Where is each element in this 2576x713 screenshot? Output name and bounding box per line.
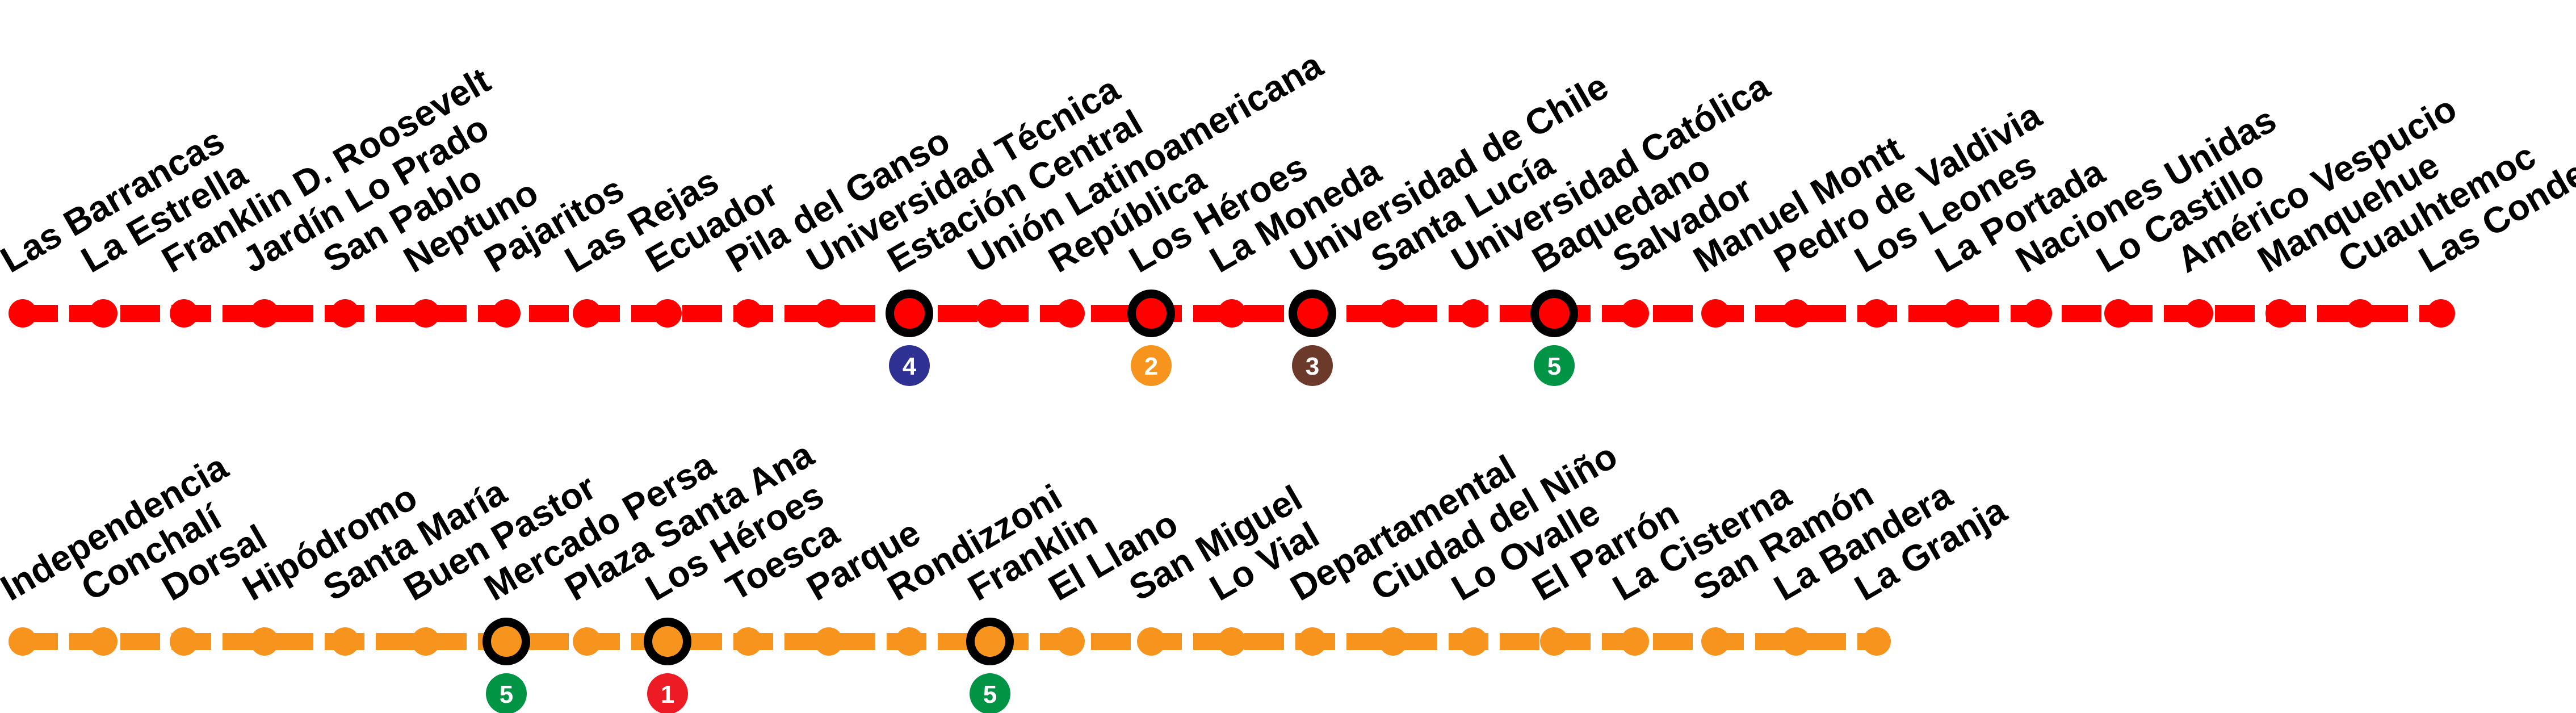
transfer-line-badge — [1534, 345, 1575, 386]
transfer-line-number: 5 — [983, 681, 997, 708]
station-dot[interactable] — [1943, 299, 1971, 328]
station-dot[interactable] — [1459, 299, 1488, 328]
station-dot[interactable] — [1218, 299, 1246, 328]
interchange-station-dot[interactable] — [975, 626, 1005, 657]
station-dot[interactable] — [653, 299, 682, 328]
station-dot[interactable] — [1621, 299, 1649, 328]
station-dot[interactable] — [331, 299, 359, 328]
station-dot[interactable] — [170, 299, 198, 328]
station-dot[interactable] — [1298, 627, 1327, 656]
transfer-line-badge — [1131, 345, 1172, 386]
station-dot[interactable] — [1701, 299, 1730, 328]
station-dot[interactable] — [1701, 627, 1730, 656]
transfer-line-badge — [647, 673, 688, 713]
transfer-line-badge — [970, 673, 1010, 713]
station-dot[interactable] — [2104, 299, 2133, 328]
station-dot[interactable] — [170, 627, 198, 656]
station-dot[interactable] — [1218, 627, 1246, 656]
station-dot[interactable] — [1862, 299, 1891, 328]
station-dot[interactable] — [1862, 627, 1891, 656]
station-dot[interactable] — [573, 627, 601, 656]
interchange-station-dot[interactable] — [894, 298, 925, 329]
station-dot[interactable] — [976, 299, 1004, 328]
transfer-line-number: 5 — [1547, 353, 1561, 380]
station-dot[interactable] — [734, 299, 762, 328]
station-dot[interactable] — [412, 299, 440, 328]
station-dot[interactable] — [1056, 299, 1085, 328]
station-dot[interactable] — [734, 627, 762, 656]
station-dot[interactable] — [89, 299, 118, 328]
transfer-line-badge — [486, 673, 527, 713]
station-dot[interactable] — [2185, 299, 2213, 328]
transfer-line-number: 3 — [1306, 353, 1319, 380]
station-dot[interactable] — [2346, 299, 2374, 328]
transfer-line-badge — [889, 345, 930, 386]
station-dot[interactable] — [331, 627, 359, 656]
station-dot[interactable] — [492, 299, 521, 328]
line-2-diagram: IndependenciaConchalíDorsalHipódromoSant… — [0, 434, 2013, 713]
station-dot[interactable] — [1379, 627, 1407, 656]
station-dot[interactable] — [2265, 299, 2294, 328]
station-dot[interactable] — [1782, 627, 1810, 656]
station-dot[interactable] — [1379, 299, 1407, 328]
station-dot[interactable] — [1621, 627, 1649, 656]
interchange-station-dot[interactable] — [1539, 298, 1570, 329]
station-dot[interactable] — [573, 299, 601, 328]
transfer-line-number: 2 — [1144, 353, 1158, 380]
station-dot[interactable] — [89, 627, 118, 656]
transfer-line-badge — [1292, 345, 1333, 386]
station-dot[interactable] — [895, 627, 924, 656]
station-dot[interactable] — [1782, 299, 1810, 328]
station-dot[interactable] — [815, 299, 843, 328]
transfer-line-number: 4 — [903, 353, 917, 380]
station-dot[interactable] — [250, 627, 279, 656]
station-dot[interactable] — [9, 627, 37, 656]
interchange-station-dot[interactable] — [491, 626, 522, 657]
interchange-station-dot[interactable] — [1297, 298, 1328, 329]
station-dot[interactable] — [815, 627, 843, 656]
interchange-station-dot[interactable] — [652, 626, 683, 657]
station-dot[interactable] — [1137, 627, 1165, 656]
station-dot[interactable] — [9, 299, 37, 328]
station-dot[interactable] — [412, 627, 440, 656]
interchange-station-dot[interactable] — [1136, 298, 1167, 329]
station-dot[interactable] — [1540, 627, 1568, 656]
station-dot[interactable] — [1056, 627, 1085, 656]
station-dot[interactable] — [250, 299, 279, 328]
station-dot[interactable] — [2024, 299, 2052, 328]
transfer-line-number: 1 — [661, 681, 674, 708]
station-dot[interactable] — [1459, 627, 1488, 656]
station-dot[interactable] — [2427, 299, 2455, 328]
transfer-line-number: 5 — [500, 681, 513, 708]
